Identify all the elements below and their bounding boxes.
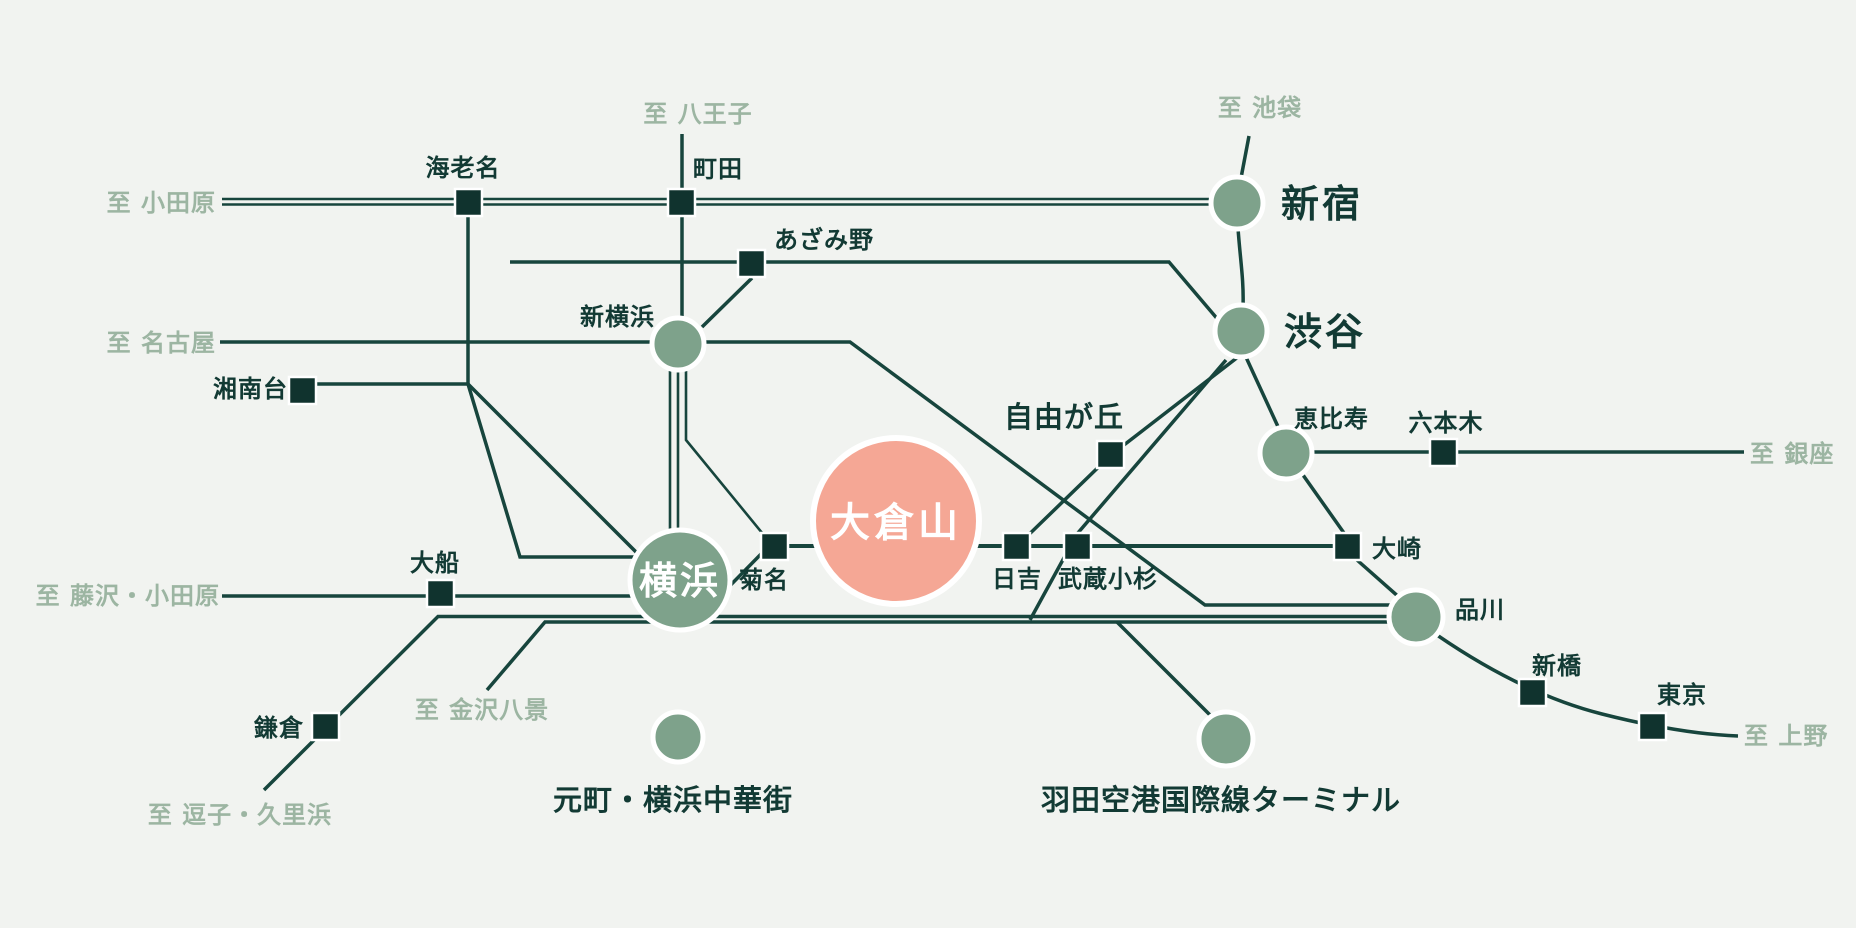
osaki-square bbox=[1332, 531, 1363, 562]
tokyo-square bbox=[1637, 711, 1668, 742]
station-label-osaki: 大崎 bbox=[1372, 535, 1422, 563]
station-label-roppongi: 六本木 bbox=[1409, 409, 1484, 437]
line-azamino-shibuya bbox=[510, 260, 1222, 324]
station-label-haneda: 羽田空港国際線ターミナル bbox=[1041, 783, 1401, 817]
line-keikyu bbox=[485, 620, 1390, 692]
kamakura-square bbox=[310, 711, 341, 742]
shinagawa-circle bbox=[1386, 587, 1446, 647]
direction-label-ikebukuro: 至 池袋 bbox=[1218, 94, 1302, 122]
station-label-musashikosugi: 武蔵小杉 bbox=[1058, 565, 1158, 593]
station-label-yokohama: 横浜 bbox=[639, 559, 721, 603]
yokohama-circle bbox=[627, 527, 733, 633]
machida-square bbox=[666, 187, 697, 218]
station-label-ebina: 海老名 bbox=[426, 154, 501, 182]
line-sotetsu-yokohama-b bbox=[466, 383, 638, 559]
line-azamino-shinyokohama bbox=[700, 276, 754, 329]
roppongi-square bbox=[1428, 437, 1459, 468]
direction-label-kanazawa-hakkei: 至 金沢八景 bbox=[415, 696, 549, 724]
square-stations bbox=[287, 187, 1668, 742]
direction-label-ginza: 至 銀座 bbox=[1750, 440, 1834, 468]
shibuya-circle bbox=[1212, 302, 1270, 360]
direction-labels: 至 八王子 至 池袋 至 小田原 至 名古屋 至 藤沢・小田原 至 金沢八景 至… bbox=[36, 94, 1834, 829]
direction-label-odawara: 至 小田原 bbox=[107, 189, 216, 217]
line-sotetsu-yokohama-a bbox=[466, 382, 644, 560]
station-okurayama: 大倉山 bbox=[810, 435, 982, 607]
direction-label-nagoya: 至 名古屋 bbox=[107, 329, 216, 357]
haneda-circle bbox=[1196, 709, 1256, 769]
shinyokohama-circle bbox=[649, 315, 707, 373]
direction-label-hachioji: 至 八王子 bbox=[643, 100, 752, 128]
kikuna-square bbox=[759, 531, 790, 562]
station-label-shimbashi: 新橋 bbox=[1532, 652, 1582, 680]
shimbashi-square bbox=[1517, 677, 1548, 708]
ebisu-circle bbox=[1257, 424, 1315, 482]
station-label-shinyokohama: 新横浜 bbox=[580, 303, 655, 331]
station-label-tokyo: 東京 bbox=[1657, 681, 1707, 709]
shinjuku-circle bbox=[1208, 174, 1266, 232]
okurayama-circle bbox=[810, 435, 982, 607]
musashikosugi-square bbox=[1062, 531, 1093, 562]
station-label-jiyugaoka: 自由が丘 bbox=[1004, 400, 1124, 434]
station-label-shonandai: 湘南台 bbox=[213, 375, 288, 403]
line-shinkansen-nagoya-shinagawa bbox=[220, 340, 1392, 607]
station-label-kamakura: 鎌倉 bbox=[254, 714, 304, 742]
station-label-ofuna: 大船 bbox=[410, 549, 460, 577]
line-keikyu-haneda-branch bbox=[1115, 620, 1214, 719]
station-label-motomachi: 元町・横浜中華街 bbox=[553, 783, 793, 817]
ebina-square bbox=[453, 187, 484, 218]
jiyugaoka-square bbox=[1095, 439, 1126, 470]
station-label-shibuya: 渋谷 bbox=[1284, 310, 1366, 354]
line-ebisu-osaki bbox=[1301, 473, 1346, 535]
direction-label-ueno: 至 上野 bbox=[1744, 722, 1828, 750]
station-labels: 新宿 渋谷 恵比寿 六本木 大崎 品川 新橋 東京 自由が丘 武蔵小杉 日吉 菊… bbox=[213, 154, 1707, 817]
motomachi-circle bbox=[650, 709, 706, 765]
station-label-hiyoshi: 日吉 bbox=[992, 565, 1042, 593]
station-label-kikuna: 菊名 bbox=[739, 566, 789, 594]
line-shinagawa-ueno bbox=[1436, 633, 1739, 738]
station-label-shinjuku: 新宿 bbox=[1281, 182, 1363, 226]
line-osaki-shinagawa bbox=[1355, 558, 1402, 600]
azamino-square bbox=[736, 248, 767, 279]
circle-stations bbox=[627, 174, 1446, 769]
direction-label-zushi-kurihama: 至 逗子・久里浜 bbox=[148, 801, 332, 829]
station-label-okurayama: 大倉山 bbox=[830, 500, 962, 546]
line-ikebukuro-shinjuku bbox=[1239, 135, 1251, 179]
shonandai-square bbox=[287, 375, 318, 406]
direction-label-fujisawa-odawara: 至 藤沢・小田原 bbox=[36, 582, 220, 610]
rail-lines bbox=[220, 134, 1744, 792]
station-label-machida: 町田 bbox=[693, 155, 743, 183]
station-label-ebisu: 恵比寿 bbox=[1294, 405, 1369, 433]
station-label-shinagawa: 品川 bbox=[1455, 596, 1505, 624]
hiyoshi-square bbox=[1001, 531, 1032, 562]
line-shinyokohama-kikuna bbox=[684, 370, 765, 535]
station-label-azamino: あざみ野 bbox=[774, 226, 874, 254]
ofuna-square bbox=[425, 578, 456, 609]
line-shinjuku-shibuya bbox=[1236, 227, 1245, 308]
line-shibuya-ebisu bbox=[1243, 354, 1282, 432]
